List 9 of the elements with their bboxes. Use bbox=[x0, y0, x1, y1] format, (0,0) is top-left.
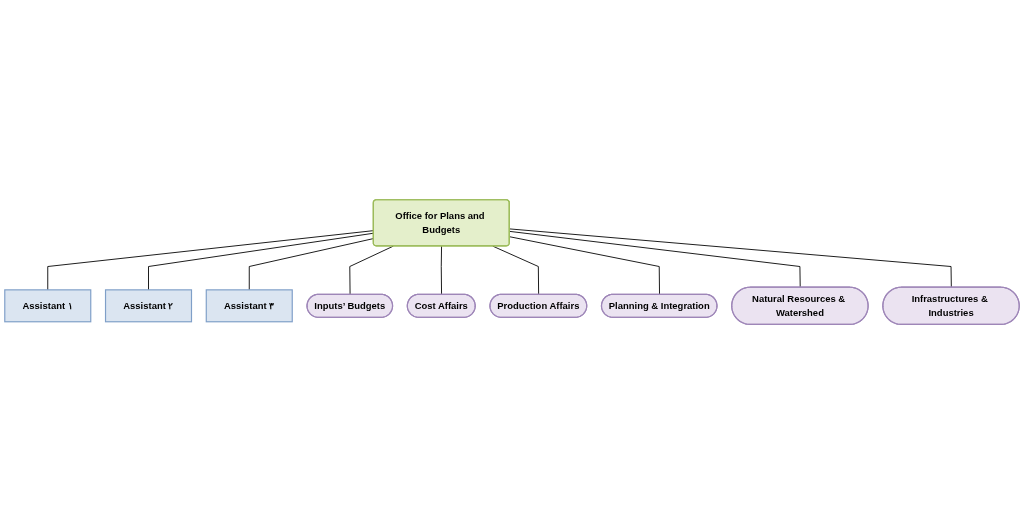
node-box: Assistant ٣ bbox=[205, 289, 293, 323]
connector bbox=[509, 236, 660, 295]
connector bbox=[349, 245, 394, 295]
connector bbox=[509, 230, 801, 288]
connector bbox=[440, 245, 442, 295]
node-box: Assistant ٢ bbox=[104, 289, 193, 323]
node-box: Assistant ١ bbox=[4, 289, 92, 323]
connector bbox=[492, 245, 540, 295]
connector bbox=[509, 228, 952, 288]
